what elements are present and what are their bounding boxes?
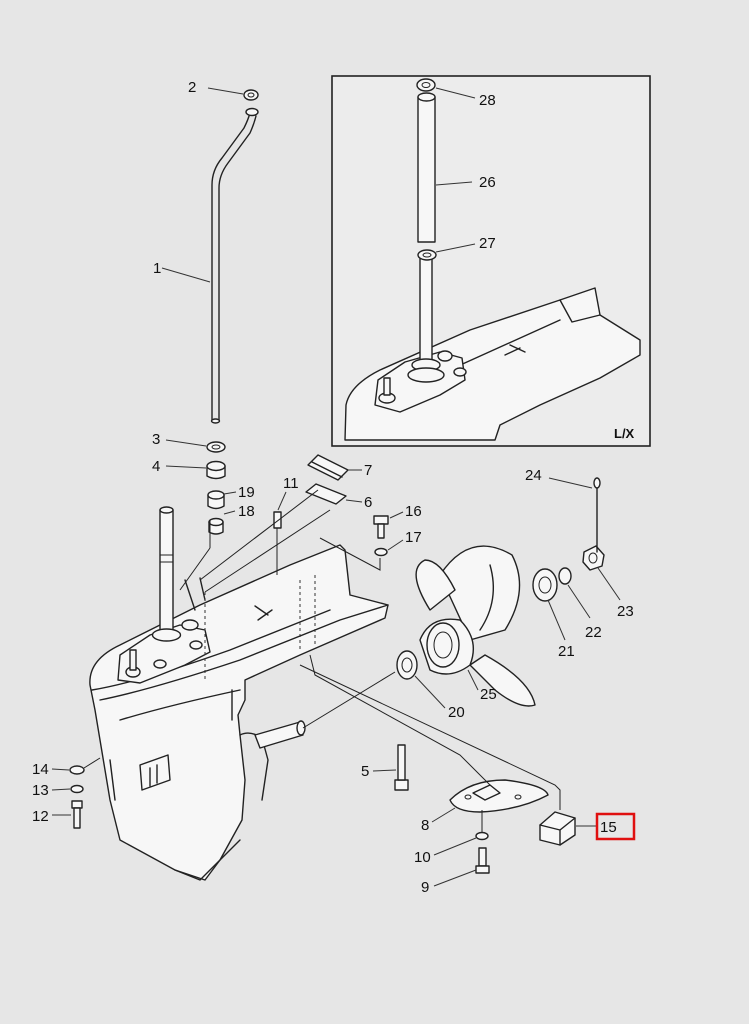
callout-12: 12	[32, 808, 49, 825]
callout-19: 19	[238, 484, 255, 501]
callout-5: 5	[361, 763, 369, 780]
callout-27: 27	[479, 235, 496, 252]
water-intake	[139, 754, 171, 791]
bolt-16	[373, 515, 389, 525]
cotter-pin-24	[593, 477, 601, 489]
propeller-blade-bottom	[469, 654, 536, 707]
callout-13: 13	[32, 782, 49, 799]
gearcase-body	[89, 544, 389, 881]
bolt-12	[71, 800, 83, 809]
trim-tab-anode-group: 5 8 10 9 15	[299, 654, 636, 896]
propeller-blade-top	[439, 545, 521, 641]
callout-10: 10	[414, 849, 431, 866]
callout-11: 11	[283, 475, 299, 492]
callout-18: 18	[238, 503, 255, 520]
callout-22: 22	[585, 624, 602, 641]
callout-4: 4	[152, 458, 160, 475]
prop-nut-23	[582, 545, 605, 571]
washer-14	[69, 765, 85, 775]
highlight-box	[595, 812, 636, 841]
bolt-5	[394, 779, 409, 791]
inset-washer-27	[417, 249, 437, 261]
callout-8: 8	[421, 817, 429, 834]
callout-26: 26	[479, 174, 496, 191]
callout-23: 23	[617, 603, 634, 620]
lower-unit-housing	[89, 506, 389, 881]
callout-17: 17	[405, 529, 422, 546]
pin-11	[273, 511, 282, 529]
washer-13	[70, 784, 84, 794]
callout-28: 28	[479, 92, 496, 109]
callout-7: 7	[364, 462, 372, 479]
callout-14: 14	[32, 761, 49, 778]
drive-shaft	[159, 509, 174, 636]
water-tube-group: 2 1 3 4 19 18	[152, 79, 259, 535]
washer-22	[558, 567, 572, 585]
upper-small-parts: 7 6 11 16 17	[179, 454, 422, 593]
washer-17	[374, 547, 388, 557]
anode-15	[539, 811, 576, 846]
propeller-group: 25 20 21 22 23 24	[302, 467, 634, 729]
callout-16: 16	[405, 503, 422, 520]
water-tube-1	[211, 112, 251, 421]
callout-6: 6	[364, 494, 372, 511]
callout-3: 3	[152, 431, 160, 448]
callout-20: 20	[448, 704, 465, 721]
callout-9: 9	[421, 879, 429, 896]
spacer-21	[532, 568, 558, 602]
grommet-3	[206, 441, 226, 453]
bolt-9	[478, 847, 487, 867]
inset-drive-shaft	[419, 257, 433, 364]
callout-2: 2	[188, 79, 196, 96]
callout-25: 25	[480, 686, 497, 703]
callout-1: 1	[153, 260, 161, 277]
inset-tube-26	[417, 96, 436, 243]
callout-24: 24	[525, 467, 542, 484]
grommet-2	[243, 89, 259, 101]
callout-15: 15	[600, 819, 617, 836]
washer-10	[475, 831, 489, 841]
callout-21: 21	[558, 643, 575, 660]
left-fasteners: 14 13 12	[32, 757, 101, 829]
inset-detail: 28 26 27 L/X	[331, 75, 651, 447]
inset-tag: L/X	[614, 426, 635, 441]
propeller-shaft	[254, 721, 304, 749]
plate-6	[305, 483, 347, 505]
thrust-washer-20	[396, 650, 418, 680]
inset-grommet-28	[416, 78, 436, 92]
